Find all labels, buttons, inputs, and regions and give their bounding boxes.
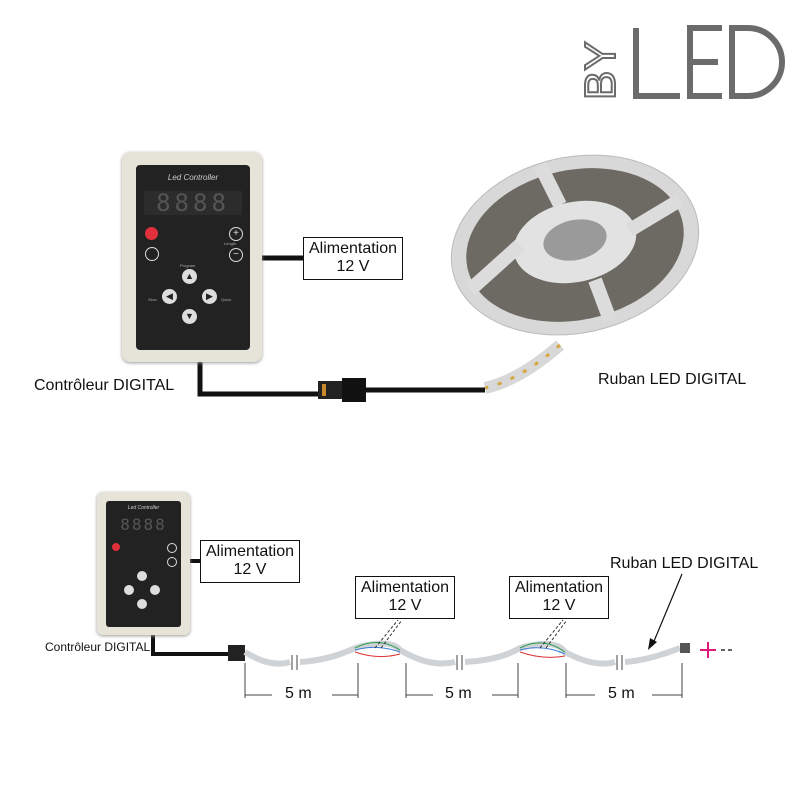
led-controller-top: Led Controller 8888 + Length − Program ▲…: [122, 152, 262, 362]
logo-led: [633, 25, 785, 99]
connector-bottom: [228, 645, 245, 661]
down-button[interactable]: [137, 599, 147, 609]
connector: [318, 378, 366, 402]
length-minus-button[interactable]: −: [229, 248, 243, 262]
power-voltage: 12 V: [233, 561, 267, 578]
led-strip-chain: [243, 619, 690, 670]
length-label: Length: [224, 241, 237, 246]
strip-label-top: Ruban LED DIGITAL: [598, 371, 747, 388]
up-button[interactable]: [137, 571, 147, 581]
power-label: Alimentation: [205, 543, 295, 560]
up-button[interactable]: ▲: [182, 269, 197, 284]
arrow-icon: [648, 638, 657, 650]
power-label: Alimentation: [360, 579, 450, 596]
segment-length-2: 5 m: [445, 685, 472, 702]
continuation-plus-icon: [700, 642, 716, 658]
length-plus-button[interactable]: +: [229, 227, 243, 241]
length-plus-button[interactable]: [167, 543, 177, 553]
power-injection-box-1: Alimentation 12 V: [355, 576, 455, 619]
strip-label-bottom: Ruban LED DIGITAL: [610, 555, 759, 572]
left-button[interactable]: ◀: [162, 289, 177, 304]
segment-length-1: 5 m: [285, 685, 312, 702]
seven-segment-display: 8888: [144, 191, 242, 215]
signal-cable: [197, 362, 485, 397]
segment-length-3: 5 m: [608, 685, 635, 702]
program-label: Program: [180, 263, 196, 268]
controller-label-bottom: Contrôleur DIGITAL: [45, 640, 151, 654]
left-button[interactable]: [124, 585, 134, 595]
controller-label-top: Contrôleur DIGITAL: [34, 377, 175, 394]
seven-segment-display: 8888: [120, 515, 167, 534]
right-button[interactable]: [150, 585, 160, 595]
down-button[interactable]: ▼: [182, 309, 197, 324]
power-voltage: 12 V: [388, 597, 422, 614]
power-button[interactable]: [112, 543, 120, 551]
quick-label: Quick: [221, 297, 232, 302]
controller-title: Led Controller: [127, 505, 160, 511]
length-minus-button[interactable]: [167, 557, 177, 567]
dimension-lines: [244, 663, 683, 698]
power-voltage: 12 V: [542, 597, 576, 614]
led-controller-bottom: Led Controller 8888: [97, 492, 190, 635]
controller-title: Led Controller: [167, 173, 219, 182]
right-button[interactable]: ▶: [202, 289, 217, 304]
slow-label: Slow: [148, 297, 157, 302]
power-label: Alimentation: [514, 579, 604, 596]
signal-cable-bottom: [151, 634, 228, 656]
power-button[interactable]: [145, 227, 158, 240]
power-label: Alimentation: [308, 240, 398, 257]
led-strip-reel: [450, 154, 700, 394]
power-supply-box-main: Alimentation 12 V: [200, 540, 300, 583]
logo-by: BY: [576, 41, 625, 100]
bylED-logo: BY: [575, 25, 785, 101]
power-supply-box-top: Alimentation 12 V: [303, 237, 403, 280]
power-injection-box-2: Alimentation 12 V: [509, 576, 609, 619]
play-pause-button[interactable]: [145, 247, 159, 261]
power-voltage: 12 V: [336, 258, 370, 275]
